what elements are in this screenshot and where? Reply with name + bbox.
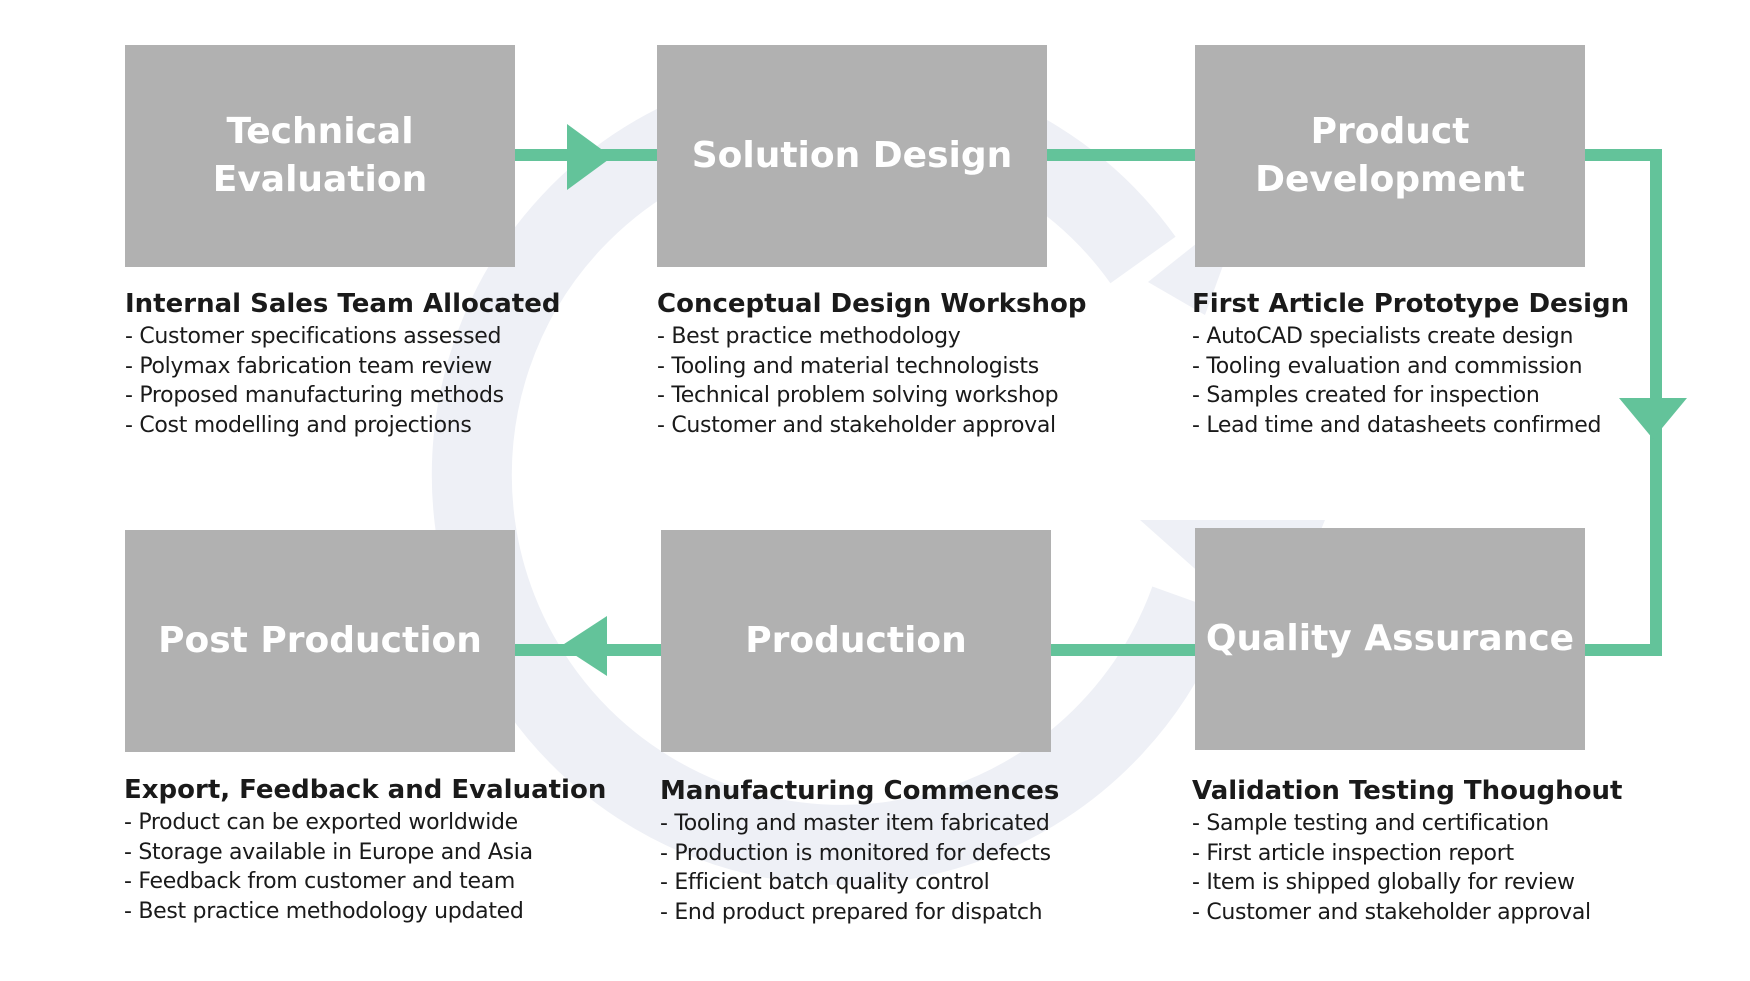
flow-connectors bbox=[515, 124, 1687, 676]
stage-heading: Export, Feedback and Evaluation bbox=[124, 775, 607, 805]
stage-description-quality-assurance: Validation Testing Thoughout - Sample te… bbox=[1192, 773, 1622, 927]
stage-item: - Customer specifications assessed bbox=[125, 324, 502, 349]
arrowhead-down bbox=[1619, 398, 1687, 439]
stage-box-technical-evaluation: Technical Evaluation bbox=[125, 45, 515, 267]
stage-item: - Lead time and datasheets confirmed bbox=[1192, 412, 1602, 438]
stage-description-product-development: First Article Prototype Design - AutoCAD… bbox=[1192, 286, 1629, 440]
stage-item: - Samples created for inspection bbox=[1192, 383, 1540, 408]
stage-item: - Customer and stakeholder approval bbox=[657, 412, 1056, 438]
stage-title: Production bbox=[745, 620, 967, 661]
stage-heading: Validation Testing Thoughout bbox=[1192, 776, 1623, 806]
stage-box-quality-assurance: Quality Assurance bbox=[1195, 528, 1585, 750]
stage-box-solution-design: Solution Design bbox=[657, 45, 1047, 267]
stage-box-post-production: Post Production bbox=[125, 530, 515, 752]
stage-heading: Manufacturing Commences bbox=[660, 776, 1060, 806]
stage-item-list: - Customer specifications assessed - Pol… bbox=[125, 322, 560, 440]
stage-description-production: Manufacturing Commences - Tooling and ma… bbox=[660, 773, 1059, 927]
stage-item-list: - Best practice methodology - Tooling an… bbox=[657, 322, 1087, 440]
stage-item: - End product prepared for dispatch bbox=[660, 899, 1043, 925]
stage-item: - Product can be exported worldwide bbox=[124, 810, 518, 835]
stage-item: - Cost modelling and projections bbox=[125, 412, 472, 438]
stage-item: - Customer and stakeholder approval bbox=[1192, 899, 1591, 925]
arrowhead-right bbox=[567, 124, 612, 190]
stage-box-product-development: Product Development bbox=[1195, 45, 1585, 267]
stage-description-post-production: Export, Feedback and Evaluation - Produc… bbox=[124, 772, 606, 926]
stage-item: - Technical problem solving workshop bbox=[657, 383, 1059, 408]
stage-item: - First article inspection report bbox=[1192, 840, 1514, 866]
stage-item: - Sample testing and certification bbox=[1192, 811, 1549, 836]
stage-item: - Best practice methodology bbox=[657, 324, 961, 349]
stage-heading: Conceptual Design Workshop bbox=[657, 289, 1087, 319]
stage-title: Solution Design bbox=[691, 135, 1013, 176]
stage-description-technical-evaluation: Internal Sales Team Allocated - Customer… bbox=[125, 286, 560, 440]
stage-item: - Production is monitored for defects bbox=[660, 840, 1051, 866]
stage-title: Post Production bbox=[158, 620, 482, 661]
stage-item: - Tooling and material technologists bbox=[657, 353, 1039, 379]
stage-item: - Efficient batch quality control bbox=[660, 870, 990, 895]
stage-title: Product Development bbox=[1255, 111, 1525, 200]
stage-item-list: - AutoCAD specialists create design - To… bbox=[1192, 322, 1629, 440]
stage-item: - Proposed manufacturing methods bbox=[125, 383, 504, 408]
stage-item: - Tooling and master item fabricated bbox=[660, 811, 1050, 836]
stage-title: Quality Assurance bbox=[1205, 618, 1575, 659]
stage-item: - Polymax fabrication team review bbox=[125, 353, 492, 379]
stage-item-list: - Sample testing and certification - Fir… bbox=[1192, 809, 1622, 927]
stage-title: Technical Evaluation bbox=[212, 111, 428, 200]
stage-item: - Item is shipped globally for review bbox=[1192, 870, 1575, 895]
stage-heading: Internal Sales Team Allocated bbox=[125, 289, 561, 319]
stage-item: - Feedback from customer and team bbox=[124, 869, 516, 894]
arrowhead-left bbox=[561, 616, 607, 676]
stage-box-production: Production bbox=[661, 530, 1051, 752]
stage-item-list: - Product can be exported worldwide - St… bbox=[124, 808, 606, 926]
stage-item: - Storage available in Europe and Asia bbox=[124, 839, 533, 865]
stage-description-solution-design: Conceptual Design Workshop - Best practi… bbox=[657, 286, 1087, 440]
stage-item: - Best practice methodology updated bbox=[124, 898, 524, 924]
stage-item: - AutoCAD specialists create design bbox=[1192, 324, 1574, 349]
stage-item: - Tooling evaluation and commission bbox=[1192, 353, 1583, 379]
stage-heading: First Article Prototype Design bbox=[1192, 289, 1630, 319]
stage-item-list: - Tooling and master item fabricated - P… bbox=[660, 809, 1059, 927]
